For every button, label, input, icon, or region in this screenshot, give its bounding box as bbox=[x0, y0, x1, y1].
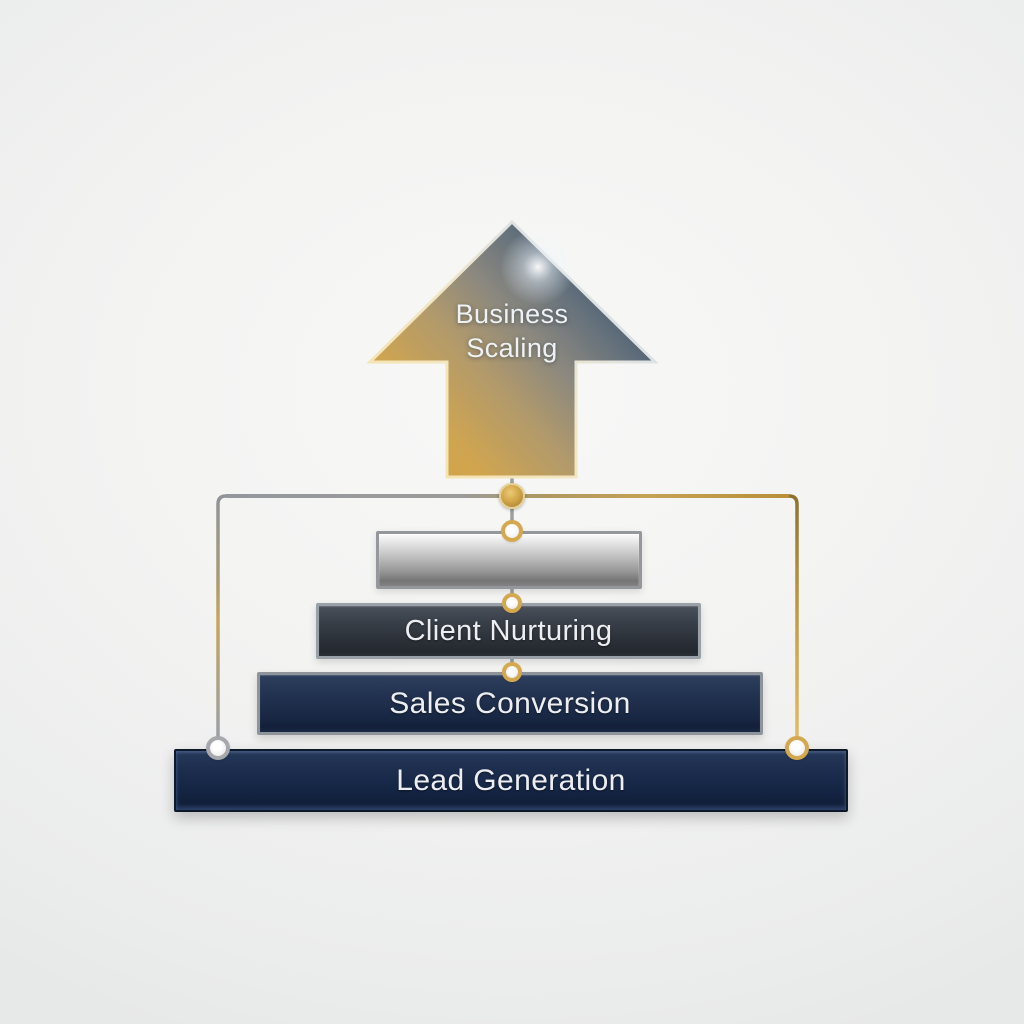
level-bar-lead-generation: Lead Generation bbox=[174, 749, 848, 812]
scaling-arrow-shape bbox=[366, 219, 659, 479]
hub-node bbox=[499, 483, 525, 509]
arrow-label-line-2: Scaling bbox=[466, 333, 558, 363]
arrow-flare-highlight bbox=[500, 229, 576, 305]
connector-ring-sales-conversion bbox=[502, 662, 522, 682]
connector-ring-lead-left bbox=[206, 736, 230, 760]
bracket-right-line bbox=[788, 494, 799, 737]
connector-ring-silver-bar bbox=[501, 520, 523, 542]
arrow-label: Business Scaling bbox=[407, 297, 617, 365]
arrow-label-line-1: Business bbox=[455, 299, 569, 329]
bracket-left-line bbox=[216, 494, 227, 737]
level-label-client-nurturing: Client Nurturing bbox=[404, 614, 613, 647]
level-label-lead-generation: Lead Generation bbox=[396, 763, 626, 797]
connector-ring-client-nurturing bbox=[502, 593, 522, 613]
level-label-sales-conversion: Sales Conversion bbox=[389, 686, 631, 720]
connector-ring-lead-right bbox=[785, 736, 809, 760]
